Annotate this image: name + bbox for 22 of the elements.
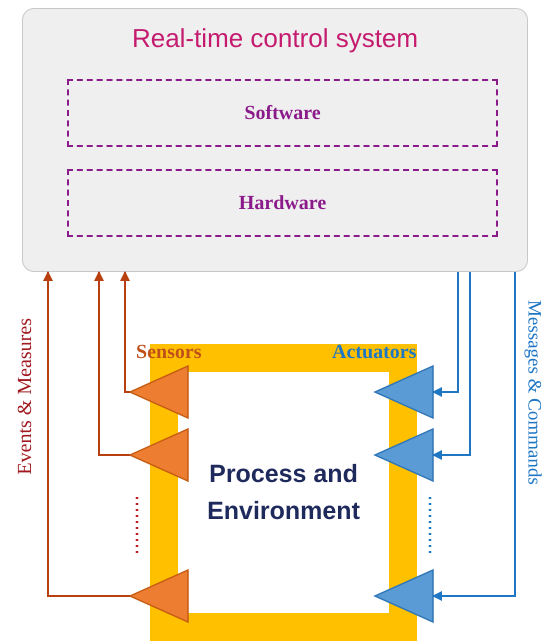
arrow: [432, 272, 459, 397]
layer-label: Software: [244, 101, 321, 126]
arrow: [432, 272, 516, 601]
arrow: [432, 272, 471, 460]
actuator-triangle: [373, 428, 434, 482]
process-label: Process and Environment: [206, 458, 361, 526]
layer-label: Hardware: [238, 191, 326, 216]
dashed-box: [67, 79, 498, 147]
arrow: [94, 271, 130, 456]
arrow: [43, 271, 130, 597]
system-title: Real-time control system: [130, 22, 420, 55]
sensor-triangle: [128, 568, 189, 624]
system-box: [22, 8, 528, 272]
sensor-triangle: [128, 364, 189, 420]
sensor-triangle: [128, 428, 189, 482]
actuator-triangle: [373, 364, 434, 420]
actuator-triangle: [373, 568, 434, 624]
group-label: Actuators: [332, 340, 416, 365]
arrow: [120, 271, 130, 393]
side-label: Messages & Commands: [522, 300, 544, 485]
dashed-box: [67, 169, 498, 237]
side-label: Events & Measures: [13, 318, 37, 475]
